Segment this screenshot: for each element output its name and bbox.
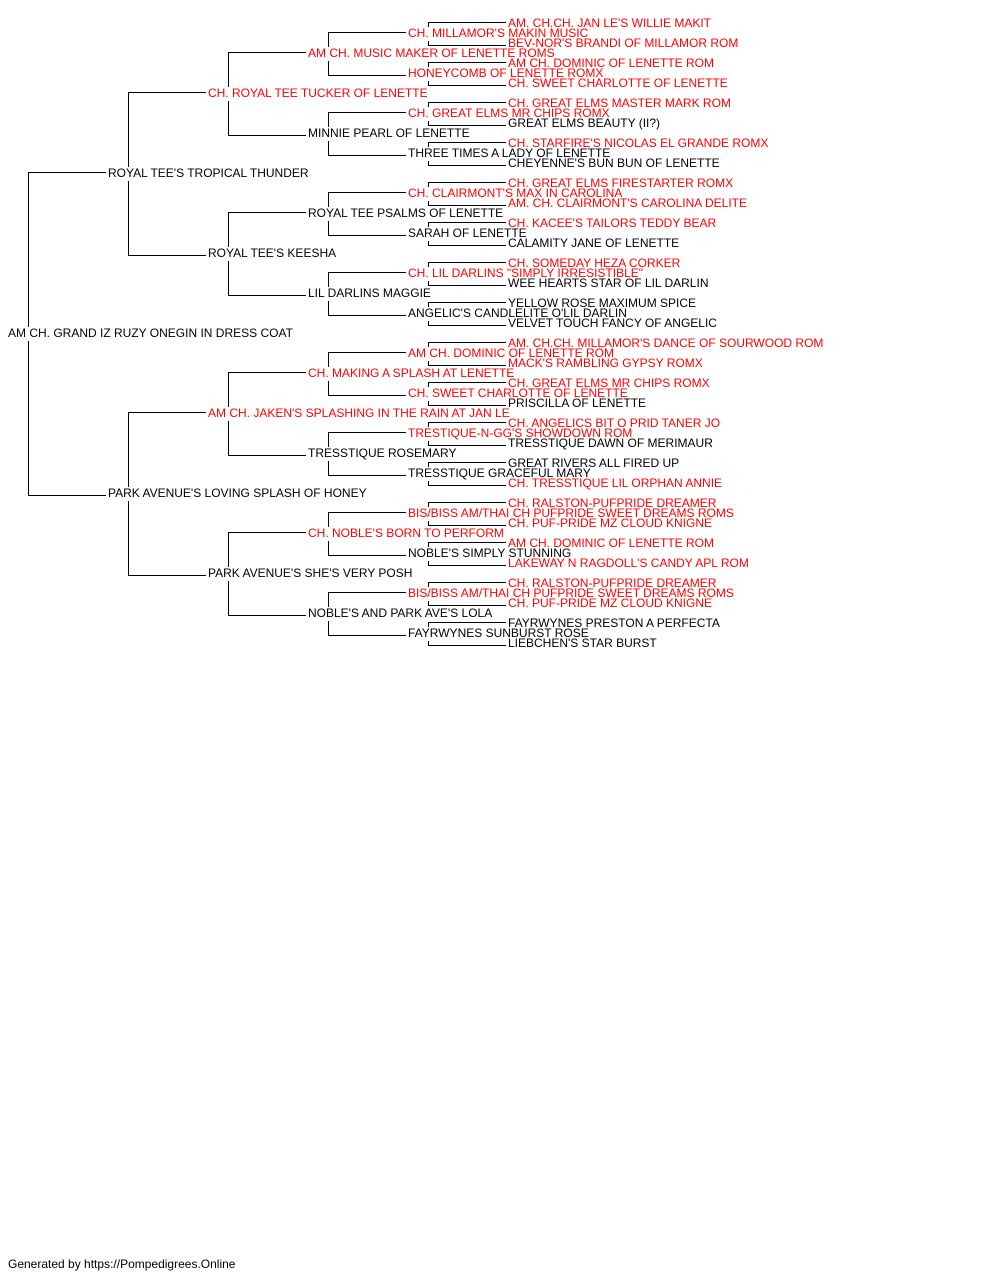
pedigree-name-dam-dam-dam-dam-sire: FAYRWYNES PRESTON A PERFECTA xyxy=(508,616,720,630)
pedigree-name-dam-dam-sire-sire-sire: CH. RALSTON-PUFPRIDE DREAMER xyxy=(508,496,717,510)
pedigree-name-sire-dam-dam-sire: CH. LIL DARLINS "SIMPLY IRRESISTIBLE" xyxy=(408,266,643,280)
pedigree-name-dam-sire-dam-dam-dam: CH. TRESSTIQUE LIL ORPHAN ANNIE xyxy=(508,476,722,490)
pedigree-name-sire-sire-sire-sire: CH. MILLAMOR'S MAKIN MUSIC xyxy=(408,26,589,40)
pedigree-name-sire-dam-dam-sire-dam: WEE HEARTS STAR OF LIL DARLIN xyxy=(508,276,708,290)
pedigree-name-dam-sire-dam-sire-dam: TRESSTIQUE DAWN OF MERIMAUR xyxy=(508,436,713,450)
pedigree-name-sire-dam-dam: LIL DARLINS MAGGIE xyxy=(308,286,431,300)
pedigree-name-dam-dam-dam-dam-dam: LIEBCHEN'S STAR BURST xyxy=(508,636,657,650)
pedigree-name-dam-sire-sire: CH. MAKING A SPLASH AT LENETTE xyxy=(308,366,514,380)
pedigree-name-sire-sire-dam-sire: CH. GREAT ELMS MR CHIPS ROMX xyxy=(408,106,610,120)
pedigree-name-sire-dam-dam-sire-sire: CH. SOMEDAY HEZA CORKER xyxy=(508,256,681,270)
pedigree-name-dam: PARK AVENUE'S LOVING SPLASH OF HONEY xyxy=(108,486,367,500)
pedigree-name-dam-dam-dam: NOBLE'S AND PARK AVE'S LOLA xyxy=(308,606,492,620)
pedigree-name-dam-sire-dam-dam: TRESSTIQUE GRACEFUL MARY xyxy=(408,466,591,480)
pedigree-name-dam-dam-sire: CH. NOBLE'S BORN TO PERFORM xyxy=(308,526,504,540)
pedigree-name-dam-dam-sire-sire: BIS/BISS AM/THAI CH PUFPRIDE SWEET DREAM… xyxy=(408,506,734,520)
pedigree-name-dam-dam-sire-dam-dam: LAKEWAY N RAGDOLL'S CANDY APL ROM xyxy=(508,556,749,570)
pedigree-name-sire-dam-sire: ROYAL TEE PSALMS OF LENETTE xyxy=(308,206,503,220)
pedigree-name-dam-sire-dam-sire: TRESTIQUE-N-GG'S SHOWDOWN ROM xyxy=(408,426,632,440)
pedigree-name-dam-sire: AM CH. JAKEN'S SPLASHING IN THE RAIN AT … xyxy=(208,406,510,420)
pedigree-name-sire-sire-dam-dam-sire: CH. STARFIRE'S NICOLAS EL GRANDE ROMX xyxy=(508,136,768,150)
pedigree-name-sire-dam-sire-dam: SARAH OF LENETTE xyxy=(408,226,527,240)
pedigree-name-sire-dam-dam-dam: ANGELIC'S CANDLELITE O'LIL DARLIN xyxy=(408,306,627,320)
pedigree-name-dam-sire-dam: TRESSTIQUE ROSEMARY xyxy=(308,446,456,460)
pedigree-name-dam-dam-dam-sire: BIS/BISS AM/THAI CH PUFPRIDE SWEET DREAM… xyxy=(408,586,734,600)
pedigree-name-sire-sire-dam-dam: THREE TIMES A LADY OF LENETTE xyxy=(408,146,610,160)
pedigree-connectors xyxy=(28,22,506,646)
pedigree-name-sire-sire-sire: AM CH. MUSIC MAKER OF LENETTE ROMS xyxy=(308,46,555,60)
pedigree-name-sire-sire-sire-dam-dam: CH. SWEET CHARLOTTE OF LENETTE xyxy=(508,76,728,90)
pedigree-name-dam-sire-sire-dam-dam: PRISCILLA OF LENETTE xyxy=(508,396,646,410)
pedigree-name-subject: AM CH. GRAND IZ RUZY ONEGIN IN DRESS COA… xyxy=(8,326,294,340)
pedigree-name-sire-sire-dam: MINNIE PEARL OF LENETTE xyxy=(308,126,470,140)
pedigree-name-dam-dam-sire-dam: NOBLE'S SIMPLY STUNNING xyxy=(408,546,571,560)
pedigree-name-dam-sire-sire-dam: CH. SWEET CHARLOTTE OF LENETTE xyxy=(408,386,628,400)
pedigree-name-dam-sire-sire-sire: AM CH. DOMINIC OF LENETTE ROM xyxy=(408,346,614,360)
pedigree-name-sire-dam-dam-dam-dam: VELVET TOUCH FANCY OF ANGELIC xyxy=(508,316,717,330)
pedigree-name-dam-dam-dam-sire-dam: CH. PUF-PRIDE MZ CLOUD KNIGNE xyxy=(508,596,712,610)
pedigree-name-dam-sire-dam-sire-sire: CH. ANGELICS BIT O PRID TANER JO xyxy=(508,416,720,430)
pedigree-name-dam-dam-sire-sire-dam: CH. PUF-PRIDE MZ CLOUD KNIGNE xyxy=(508,516,712,530)
pedigree-name-sire-dam: ROYAL TEE'S KEESHA xyxy=(208,246,336,260)
pedigree-name-sire-sire-dam-dam-dam: CHEYENNE'S BUN BUN OF LENETTE xyxy=(508,156,720,170)
pedigree-name-sire-sire-dam-sire-sire: CH. GREAT ELMS MASTER MARK ROM xyxy=(508,96,731,110)
footer-credit: Generated by https://Pompedigrees.Online xyxy=(8,1257,236,1271)
pedigree-name-dam-sire-dam-dam-sire: GREAT RIVERS ALL FIRED UP xyxy=(508,456,679,470)
pedigree-name-sire: ROYAL TEE'S TROPICAL THUNDER xyxy=(108,166,309,180)
pedigree-name-sire-sire-sire-dam: HONEYCOMB OF LENETTE ROMX xyxy=(408,66,603,80)
pedigree-name-dam-dam-dam-sire-sire: CH. RALSTON-PUFPRIDE DREAMER xyxy=(508,576,717,590)
pedigree-name-sire-dam-sire-dam-dam: CALAMITY JANE OF LENETTE xyxy=(508,236,679,250)
pedigree-name-sire-dam-sire-sire-dam: AM. CH. CLAIRMONT'S CAROLINA DELITE xyxy=(508,196,747,210)
pedigree-name-sire-sire-sire-sire-sire: AM. CH.CH. JAN LE'S WILLIE MAKIT xyxy=(508,16,712,30)
pedigree-name-dam-dam: PARK AVENUE'S SHE'S VERY POSH xyxy=(208,566,412,580)
pedigree-name-dam-sire-sire-dam-sire: CH. GREAT ELMS MR CHIPS ROMX xyxy=(508,376,710,390)
pedigree-name-sire-sire: CH. ROYAL TEE TUCKER OF LENETTE xyxy=(208,86,428,100)
pedigree-name-sire-sire-dam-sire-dam: GREAT ELMS BEAUTY (II?) xyxy=(508,116,660,130)
pedigree-name-sire-sire-sire-sire-dam: BEV-NOR'S BRANDI OF MILLAMOR ROM xyxy=(508,36,738,50)
pedigree-name-dam-dam-dam-dam: FAYRWYNES SUNBURST ROSE xyxy=(408,626,589,640)
pedigree-name-sire-sire-sire-dam-sire: AM CH. DOMINIC OF LENETTE ROM xyxy=(508,56,714,70)
pedigree-name-sire-dam-sire-sire-sire: CH. GREAT ELMS FIRESTARTER ROMX xyxy=(508,176,733,190)
pedigree-labels: AM CH. GRAND IZ RUZY ONEGIN IN DRESS COA… xyxy=(8,16,823,650)
pedigree-name-dam-dam-sire-dam-sire: AM CH. DOMINIC OF LENETTE ROM xyxy=(508,536,714,550)
pedigree-name-sire-dam-dam-dam-sire: YELLOW ROSE MAXIMUM SPICE xyxy=(508,296,696,310)
pedigree-name-dam-sire-sire-sire-sire: AM. CH.CH. MILLAMOR'S DANCE OF SOURWOOD … xyxy=(508,336,823,350)
pedigree-name-sire-dam-sire-sire: CH. CLAIRMONT'S MAX IN CAROLINA xyxy=(408,186,622,200)
pedigree-name-sire-dam-sire-dam-sire: CH. KACEE'S TAILORS TEDDY BEAR xyxy=(508,216,716,230)
pedigree-name-dam-sire-sire-sire-dam: MACK'S RAMBLING GYPSY ROMX xyxy=(508,356,703,370)
